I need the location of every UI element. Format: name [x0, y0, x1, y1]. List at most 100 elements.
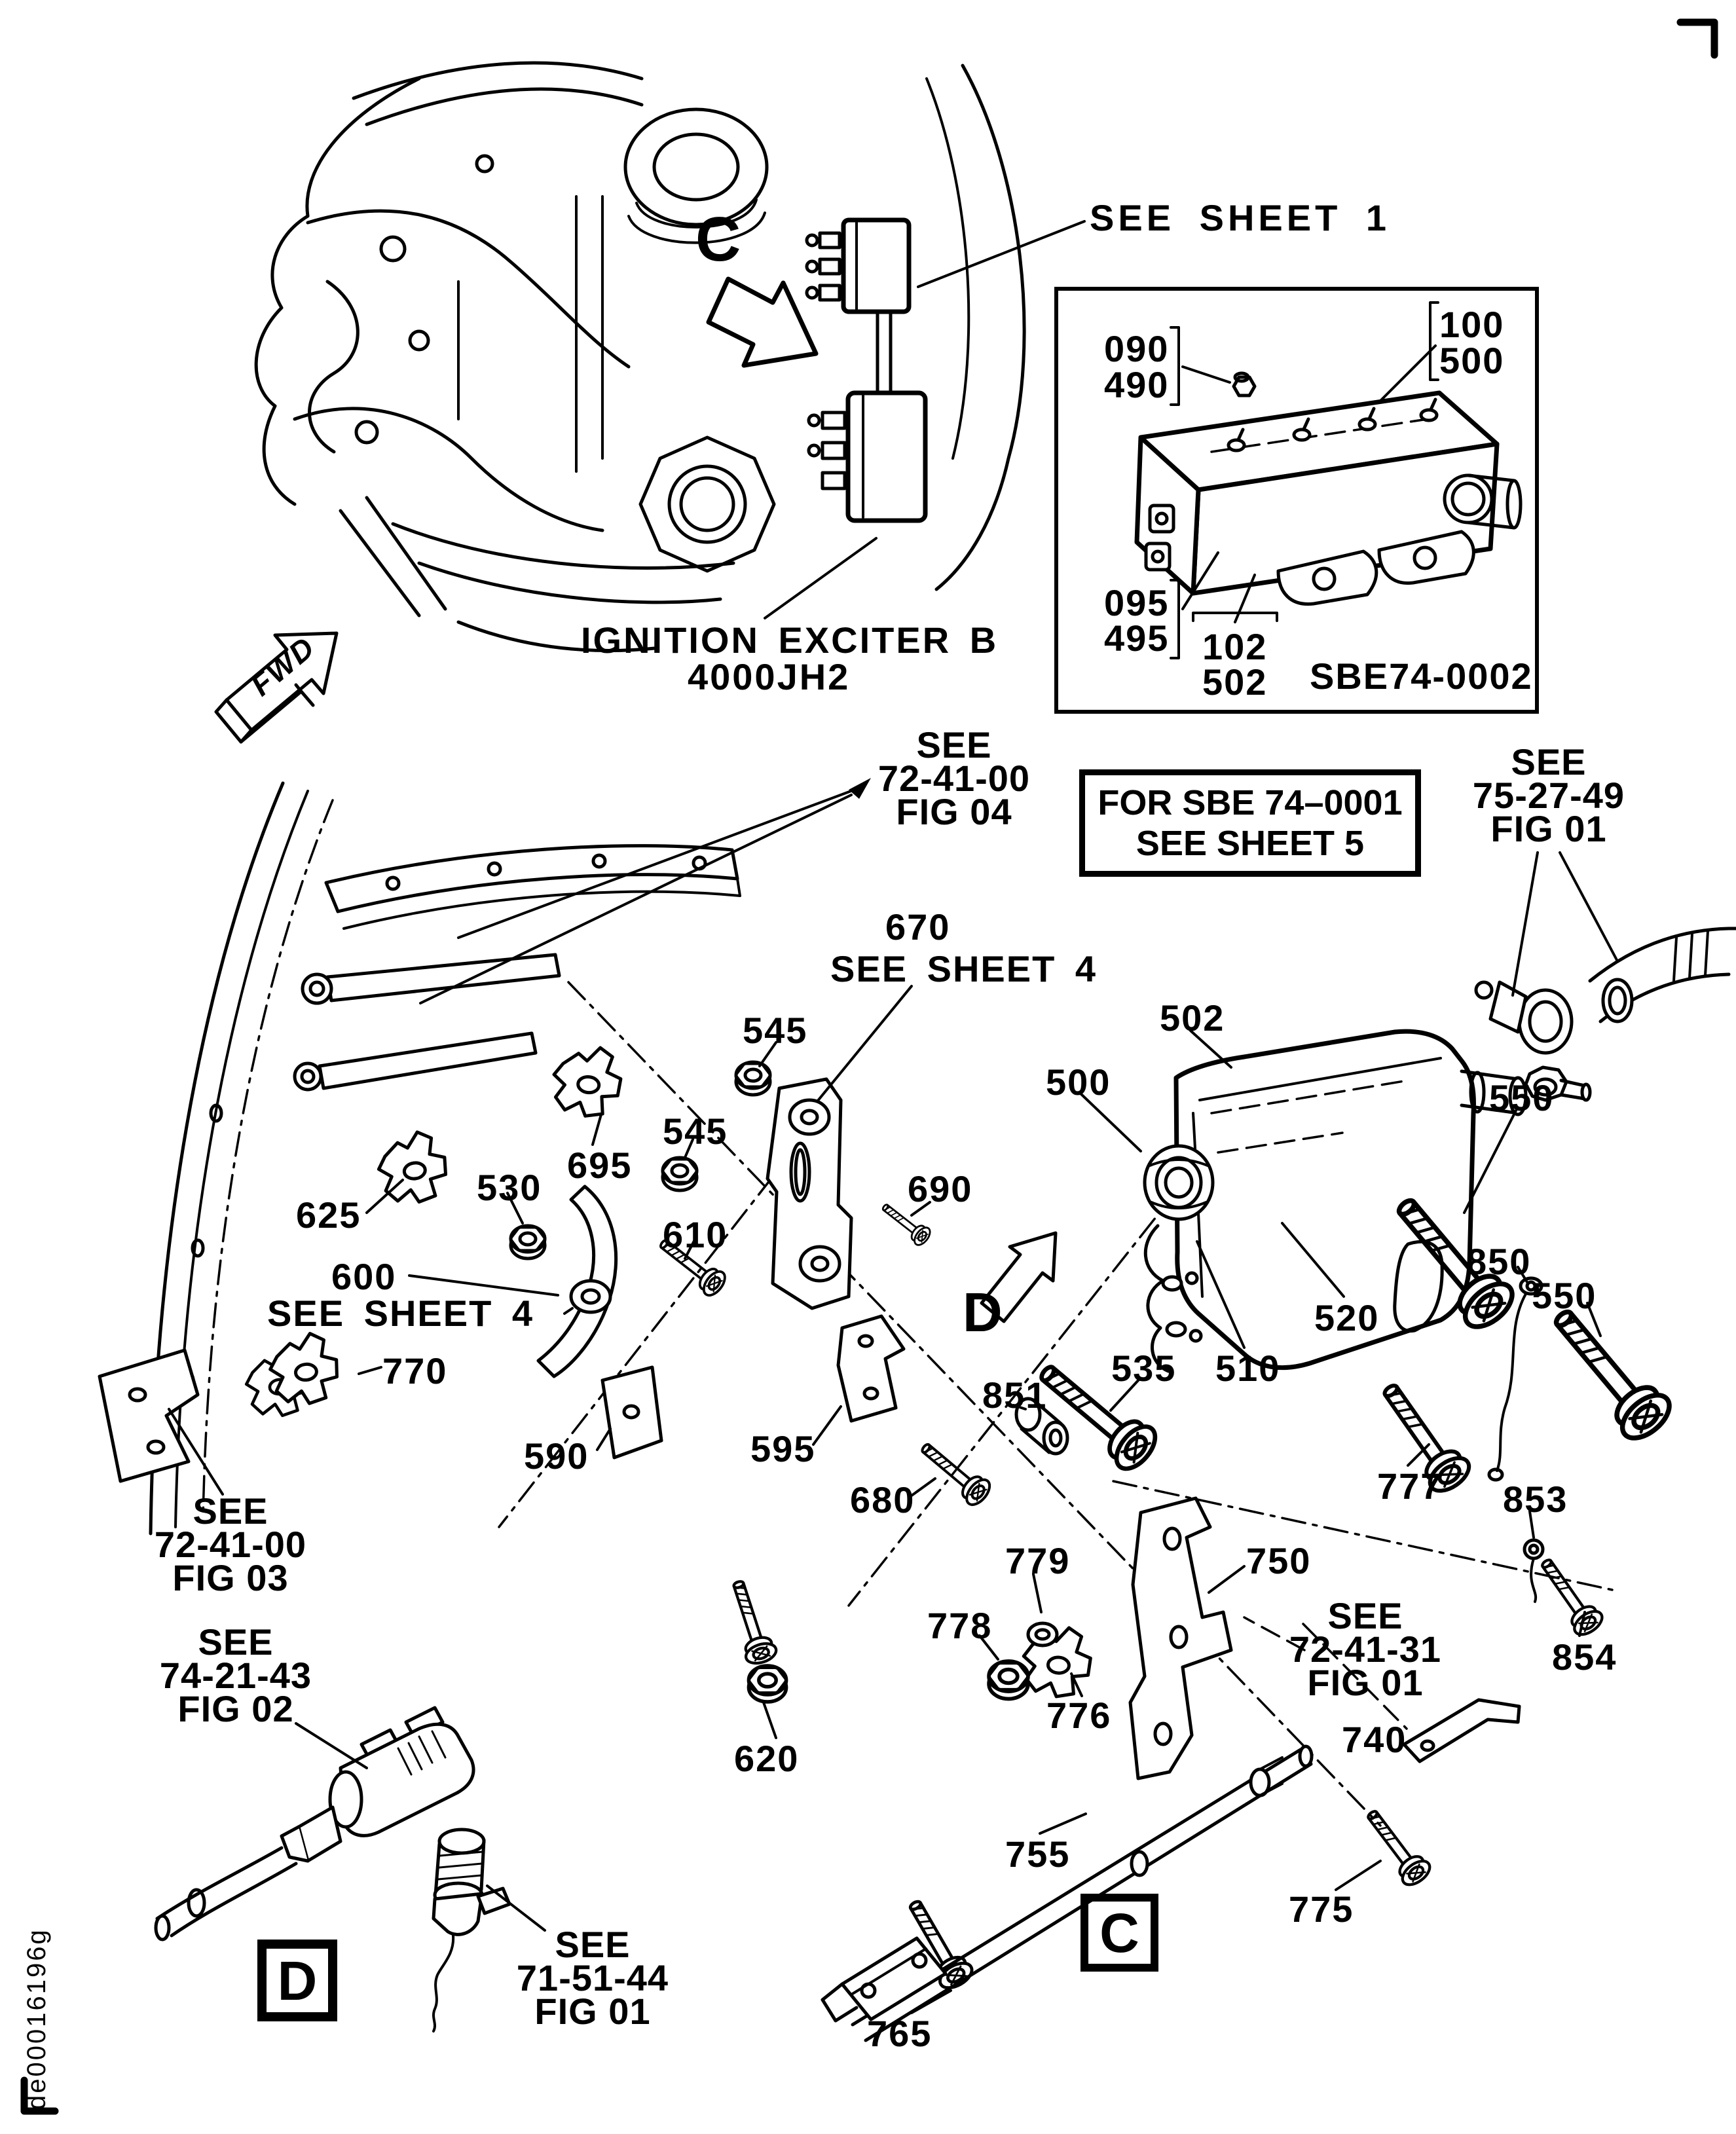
bolt-775 — [1358, 1803, 1433, 1889]
part-label-750: 750 — [1246, 1540, 1312, 1581]
part-label-545-upper: 545 — [743, 1010, 808, 1051]
bracket-72-41-00-fig03 — [98, 1348, 224, 1496]
part-label-595: 595 — [750, 1428, 816, 1469]
part-label-535: 535 — [1111, 1348, 1177, 1389]
part-label-695: 695 — [567, 1145, 633, 1186]
ref-line: FIG 04 — [896, 791, 1012, 832]
note-box-line2: SEE SHEET 5 — [1136, 824, 1365, 863]
part-label-777: 777 — [1377, 1465, 1443, 1507]
ref-75-27-49-fig01: SEE 75-27-49 FIG 01 — [1472, 741, 1625, 849]
detail-letter-c: C — [695, 204, 741, 274]
corner-marks — [20, 18, 1718, 2115]
part-label-545-lower: 545 — [663, 1111, 728, 1152]
spacer-851 — [1014, 1397, 1069, 1456]
part-label-510: 510 — [1215, 1348, 1281, 1389]
ref-line: 72-41-31 — [1289, 1628, 1442, 1670]
inset-callout-500: 500 — [1439, 340, 1505, 381]
inset-callout-490: 490 — [1104, 364, 1170, 405]
part-label-770: 770 — [382, 1350, 448, 1391]
part-label-740: 740 — [1342, 1719, 1407, 1760]
ref-line: 75-27-49 — [1472, 775, 1625, 816]
part-label-500: 500 — [1046, 1061, 1111, 1103]
connector-74-21-43 — [154, 1706, 475, 1941]
section-marker-d-letter: D — [277, 1949, 318, 2012]
ref-72-41-31-fig01: SEE 72-41-31 FIG 01 — [1289, 1595, 1442, 1703]
inset-callout-102: 102 — [1202, 626, 1268, 667]
part-label-778: 778 — [927, 1605, 993, 1646]
ref-74-21-43-fig02: SEE 74-21-43 FIG 02 — [159, 1621, 312, 1729]
part-label-776: 776 — [1046, 1695, 1112, 1736]
part-label-690: 690 — [908, 1168, 973, 1209]
part-label-775: 775 — [1289, 1888, 1354, 1930]
part-label-853: 853 — [1503, 1479, 1568, 1520]
ref-line: SEE — [1327, 1595, 1403, 1636]
ref-line: 72-41-00 — [877, 758, 1031, 799]
part-label-779: 779 — [1005, 1540, 1071, 1581]
bolt-550-lower — [1540, 1297, 1677, 1446]
ref-line: FIG 01 — [1490, 808, 1607, 849]
section-marker-c-letter: C — [1099, 1902, 1139, 1964]
inset-figure-code: SBE74-0002 — [1310, 655, 1533, 697]
beam-72-41-00-fig04 — [293, 778, 871, 1092]
part-label-765: 765 — [867, 2013, 933, 2054]
part-label-610: 610 — [663, 1214, 728, 1255]
plate-770 — [244, 1331, 341, 1419]
figure-title-line1: IGNITION EXCITER B — [581, 619, 999, 661]
d-arrow-icon — [980, 1231, 1058, 1323]
part-label-590: 590 — [524, 1435, 589, 1477]
ref-line: SEE — [198, 1621, 274, 1663]
washer-779 — [1028, 1623, 1057, 1646]
part-label-851: 851 — [982, 1374, 1048, 1416]
ref-71-51-44-fig01: SEE 71-51-44 FIG 01 — [517, 1924, 669, 2032]
engine-illustration — [254, 61, 1026, 653]
note-box-line1: FOR SBE 74–0001 — [1098, 783, 1403, 822]
detail-letter-d: D — [963, 1281, 1003, 1343]
ref-line: FIG 01 — [534, 1991, 651, 2032]
ref-line: 74-21-43 — [159, 1655, 312, 1696]
inset-callout-502: 502 — [1202, 661, 1268, 703]
connector-71-51-44 — [432, 1828, 546, 2033]
ref-line: SEE — [1511, 741, 1587, 782]
fwd-arrow-icon — [214, 631, 339, 744]
nut-545-upper — [736, 1062, 770, 1095]
c-arrow-icon — [706, 276, 819, 368]
part-label-755: 755 — [1005, 1833, 1071, 1875]
part-label-550-upper: 550 — [1489, 1077, 1555, 1118]
inset-callout-090: 090 — [1104, 328, 1170, 369]
ref-line: 72-41-00 — [154, 1524, 307, 1565]
ref-72-41-00-fig03: SEE 72-41-00 FIG 03 — [154, 1493, 307, 1596]
leader-lines — [358, 985, 1602, 2014]
part-label-600: 600 — [331, 1256, 397, 1297]
bracket-595 — [836, 1314, 906, 1423]
document-code: de00016196g — [22, 1928, 51, 2110]
ref-line: FIG 02 — [177, 1688, 294, 1729]
part-label-520: 520 — [1314, 1297, 1380, 1338]
part-label-502: 502 — [1160, 997, 1225, 1039]
section-marker-d: D — [257, 1940, 337, 2021]
bolt-854 — [1532, 1553, 1606, 1639]
inset-unit-drawing — [1134, 301, 1523, 659]
nut-778 — [989, 1661, 1028, 1699]
section-marker-c: C — [1080, 1894, 1158, 1972]
inset-callout-095: 095 — [1104, 582, 1170, 623]
nut-545-lower — [663, 1158, 697, 1190]
tube-assembly-755 — [821, 1744, 1314, 2042]
part-label-670: 670 — [885, 906, 951, 947]
plate-590 — [600, 1365, 663, 1460]
bracket-670 — [766, 1077, 853, 1310]
ref-line: SEE — [916, 724, 992, 765]
note-box: FOR SBE 74–0001 SEE SHEET 5 — [1079, 769, 1421, 877]
part-label-550-lower: 550 — [1532, 1275, 1597, 1316]
hose-75-27-49 — [1474, 851, 1736, 1055]
ref-line: SEE — [555, 1924, 631, 1965]
figure-title-line2: 4000JH2 — [688, 656, 851, 697]
ref-line: FIG 01 — [1307, 1662, 1424, 1703]
bolt-620 — [723, 1577, 786, 1702]
bracket-750 — [1128, 1496, 1233, 1780]
part-label-620: 620 — [734, 1738, 800, 1779]
callout-see-sheet-1: SEE SHEET 1 — [1090, 197, 1391, 238]
inset-callout-495: 495 — [1104, 617, 1170, 659]
part-label-680: 680 — [850, 1479, 915, 1520]
